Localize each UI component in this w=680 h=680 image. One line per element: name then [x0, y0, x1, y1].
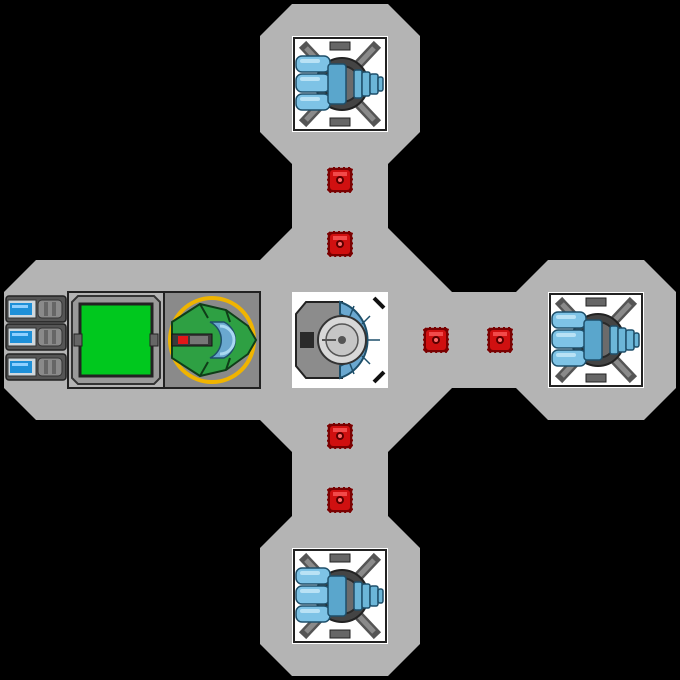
connector-node-icon: [422, 326, 450, 354]
connector-node-icon: [326, 422, 354, 450]
connector-node[interactable]: [486, 326, 514, 354]
battery-icon: [5, 295, 67, 381]
core-block[interactable]: [292, 292, 388, 388]
cockpit-icon: [168, 296, 258, 384]
connector-node[interactable]: [422, 326, 450, 354]
shield-generator-icon: [67, 291, 165, 389]
connector-node[interactable]: [326, 166, 354, 194]
core-reactor-icon: [295, 296, 386, 384]
shield-generator-block[interactable]: [67, 291, 165, 389]
connector-node[interactable]: [326, 230, 354, 258]
thruster-right[interactable]: [548, 292, 644, 388]
thruster-icon: [292, 548, 388, 644]
battery-bank-block[interactable]: [4, 292, 68, 388]
thruster-icon: [292, 36, 388, 132]
connector-node[interactable]: [326, 486, 354, 514]
thruster-top[interactable]: [292, 36, 388, 132]
thruster-icon: [548, 292, 644, 388]
thruster-bottom[interactable]: [292, 548, 388, 644]
connector-node[interactable]: [326, 422, 354, 450]
connector-node-icon: [486, 326, 514, 354]
connector-node-icon: [326, 230, 354, 258]
connector-node-icon: [326, 486, 354, 514]
cockpit-block[interactable]: [163, 291, 261, 389]
connector-node-icon: [326, 166, 354, 194]
